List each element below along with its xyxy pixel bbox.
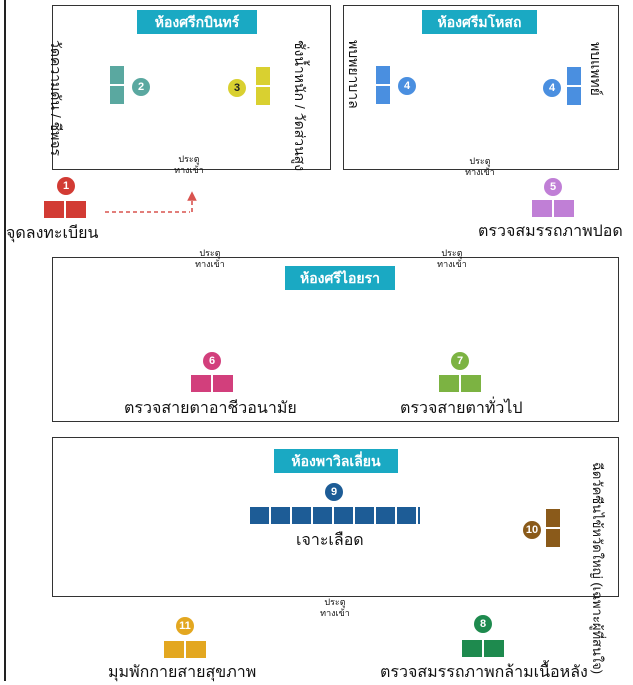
- station-8-badge: 8: [474, 615, 492, 633]
- station-9-label: เจาะเลือด: [296, 532, 364, 549]
- station-4-doctor-label: พบแพทย์: [588, 42, 604, 96]
- door-room-a: ประตูทางเข้า: [174, 154, 204, 175]
- station-2-badge: 2: [132, 78, 150, 96]
- station-3-label: ชั่งน้ำหนัก / วัดส่วนสูง: [292, 40, 308, 172]
- station-4-nurse-label: พบพยาบาล: [346, 40, 362, 109]
- door-room-c-right: ประตูทางเข้า: [437, 248, 467, 269]
- desk-divider: [256, 85, 270, 87]
- desk-divider: [376, 84, 390, 86]
- station-11-label: มุมพักกายสายสุขภาพ: [108, 664, 257, 681]
- station-1-badge: 1: [57, 177, 75, 195]
- station-6-badge: 6: [203, 352, 221, 370]
- desk-divider: [482, 640, 484, 657]
- room-b-title: ห้องศรีมโหสถ: [422, 10, 537, 34]
- station-1-label: จุดลงทะเบียน: [6, 225, 99, 242]
- station-5-badge: 5: [544, 178, 562, 196]
- desk-divider: [459, 375, 461, 392]
- door-room-d: ประตูทางเข้า: [320, 597, 350, 618]
- page-left-border: [4, 0, 6, 681]
- station-4-doctor-badge: 4: [543, 79, 561, 97]
- station-5-label: ตรวจสมรรถภาพปอด: [478, 223, 623, 240]
- room-c-title: ห้องศรีไอยรา: [285, 266, 395, 290]
- door-room-c-left: ประตูทางเข้า: [195, 248, 225, 269]
- station-9-desk-dividers: [250, 507, 420, 524]
- desk-divider: [110, 84, 124, 86]
- door-room-b: ประตูทางเข้า: [465, 156, 495, 177]
- station-11-badge: 11: [176, 617, 194, 635]
- station-10-label: ฉีดวัคซีนไข้หวัดใหญ่ (เฉพาะผู้ที่สนใจ): [590, 462, 605, 675]
- station-10-badge: 10: [523, 521, 541, 539]
- room-a-title: ห้องศรีกบินทร์: [137, 10, 257, 34]
- station-8-label: ตรวจสมรรถภาพกล้ามเนื้อหลัง: [380, 664, 588, 681]
- station-7-badge: 7: [451, 352, 469, 370]
- desk-divider: [184, 641, 186, 658]
- desk-divider: [552, 200, 554, 217]
- station-4-nurse-badge: 4: [398, 77, 416, 95]
- station-7-label: ตรวจสายตาทั่วไป: [400, 400, 523, 417]
- desk-divider: [546, 527, 560, 529]
- station-9-badge: 9: [325, 483, 343, 501]
- room-d-title: ห้องพาวิลเลี่ยน: [274, 449, 398, 473]
- desk-divider: [211, 375, 213, 392]
- station-6-label: ตรวจสายตาอาชีวอนามัย: [124, 400, 297, 417]
- desk-divider: [64, 201, 66, 218]
- desk-divider: [567, 85, 581, 87]
- station-2-label: วัดความดัน / ชีพจร: [48, 40, 64, 157]
- station-3-badge: 3: [228, 79, 246, 97]
